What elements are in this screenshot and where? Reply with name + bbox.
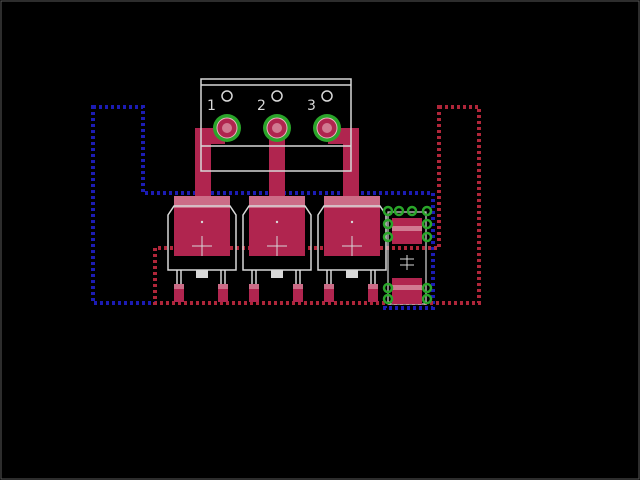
top-polygon-outline[interactable]	[153, 105, 481, 305]
connector-outline	[200, 78, 352, 172]
via-ring-icon[interactable]	[382, 205, 433, 305]
connector-pad-3[interactable]	[313, 114, 341, 142]
connector-hole-markers	[221, 90, 333, 102]
regulator-u1[interactable]	[167, 196, 237, 302]
regulator-u2[interactable]	[242, 196, 312, 302]
connector-pad-2[interactable]	[263, 114, 291, 142]
regulator-u3[interactable]	[317, 196, 387, 302]
crosshair-icon	[400, 255, 414, 270]
connector-pad-1[interactable]	[213, 114, 241, 142]
crosshair-icon	[267, 236, 287, 256]
pin-label-3: 3	[307, 98, 316, 114]
crosshair-icon	[342, 236, 362, 256]
pin-label-1: 1	[207, 98, 216, 114]
crosshair-icon	[192, 236, 212, 256]
capacitor-c1[interactable]	[387, 211, 427, 305]
pin-label-2: 2	[257, 98, 266, 114]
